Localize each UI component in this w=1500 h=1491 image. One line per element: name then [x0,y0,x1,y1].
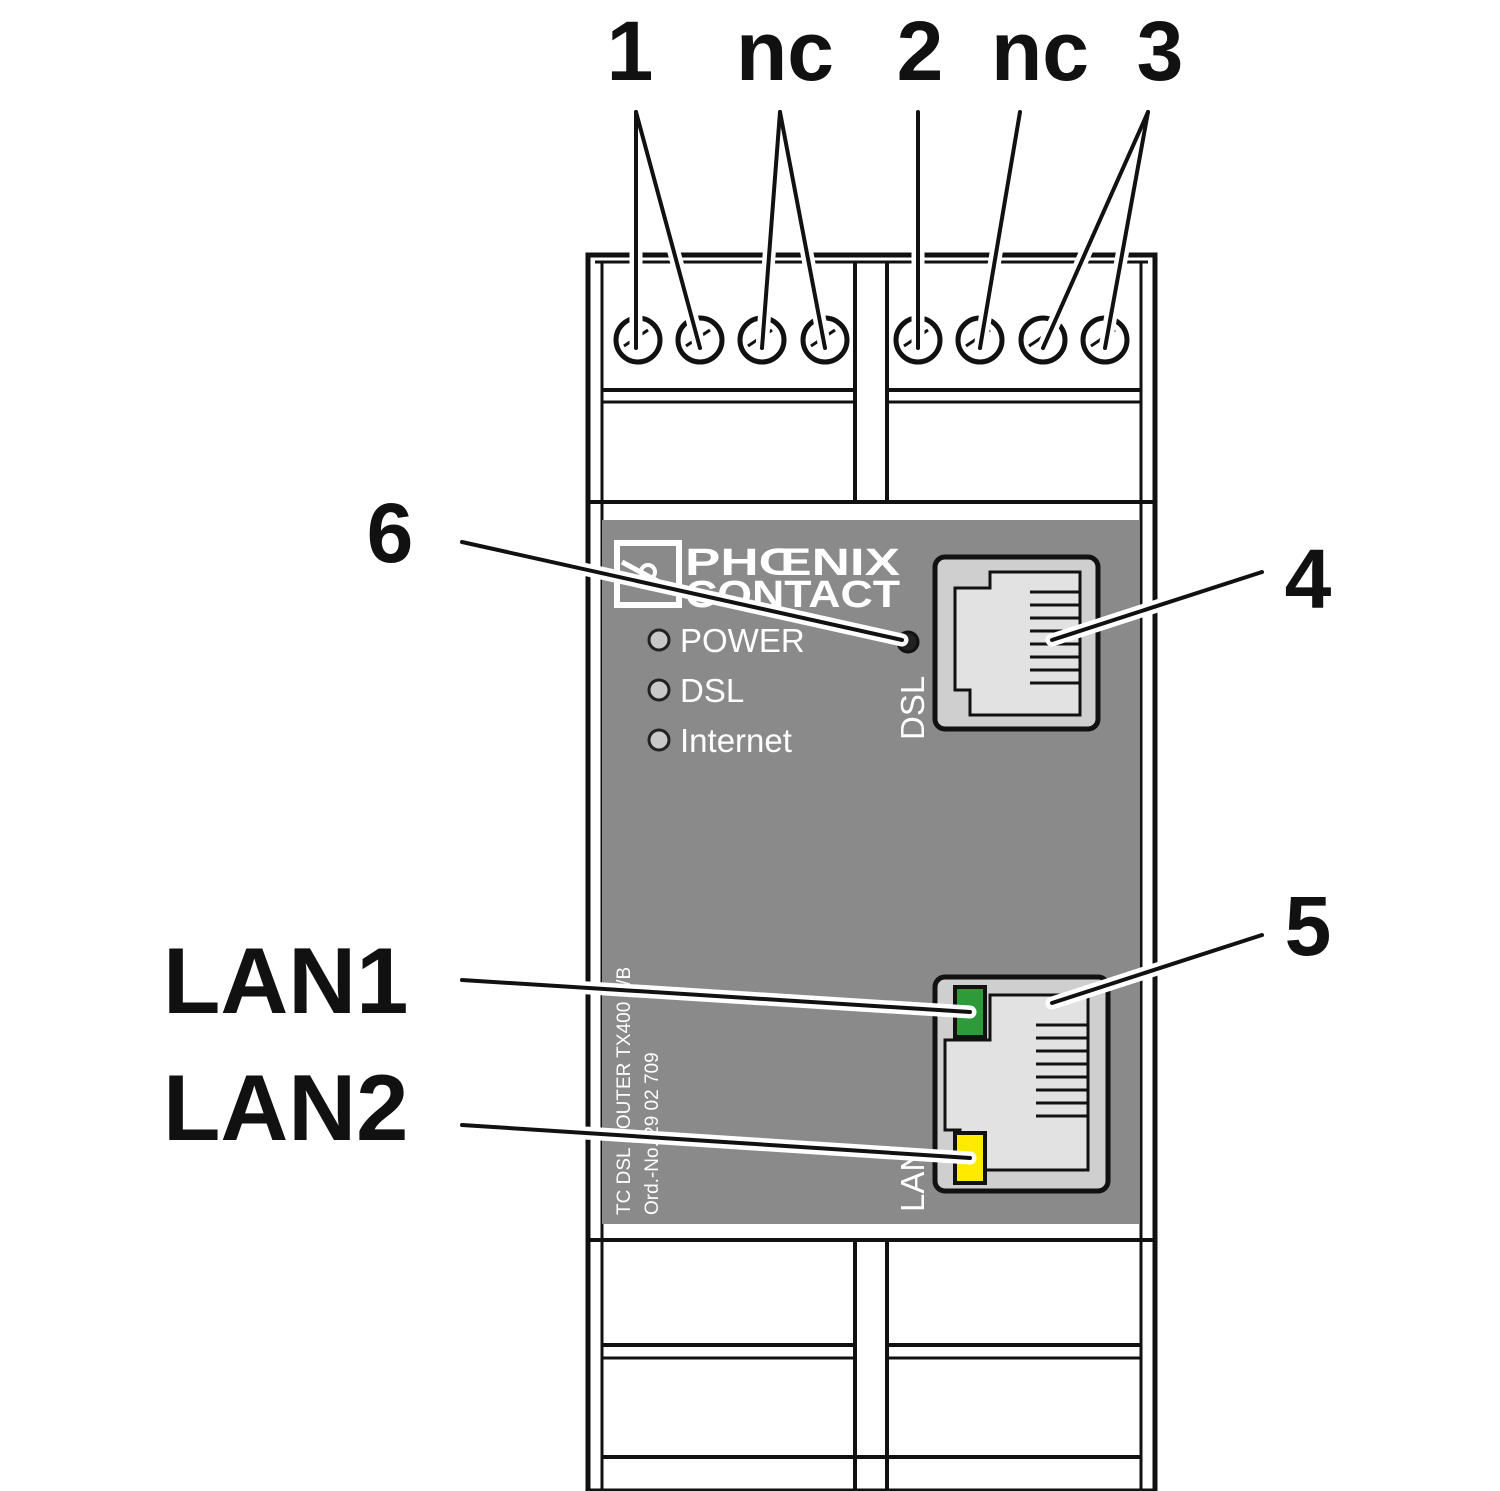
callout-nc-2: nc [991,4,1089,98]
internet-led-label: Internet [680,722,792,759]
power-led [647,628,671,652]
logo-line-1: PHŒNIX [685,542,901,584]
callout-5: 5 [1285,879,1332,973]
internet-led [647,728,671,752]
callout-6: 6 [367,486,414,580]
status-leds: POWER DSL Internet [647,622,805,759]
callout-nc-1: nc [736,4,834,98]
dsl-led-label: DSL [680,672,744,709]
callout-4: 4 [1285,532,1332,626]
dsl-port [932,554,1101,732]
callout-terminal-1: 1 [607,4,654,98]
callout-lan2: LAN2 [163,1055,408,1160]
callout-terminal-2: 2 [897,4,944,98]
leader-lines [455,105,1269,1165]
dsl-port-label: DSL [894,676,931,740]
callout-labels: 1 nc 2 nc 3 6 4 5 LAN1 LAN2 [163,4,1332,1160]
dsl-led [647,678,671,702]
power-led-label: POWER [680,622,805,659]
product-name: TC DSL ROUTER TX400 A/B [614,967,635,1215]
callout-lan1: LAN1 [163,928,408,1033]
callout-terminal-3: 3 [1137,4,1184,98]
